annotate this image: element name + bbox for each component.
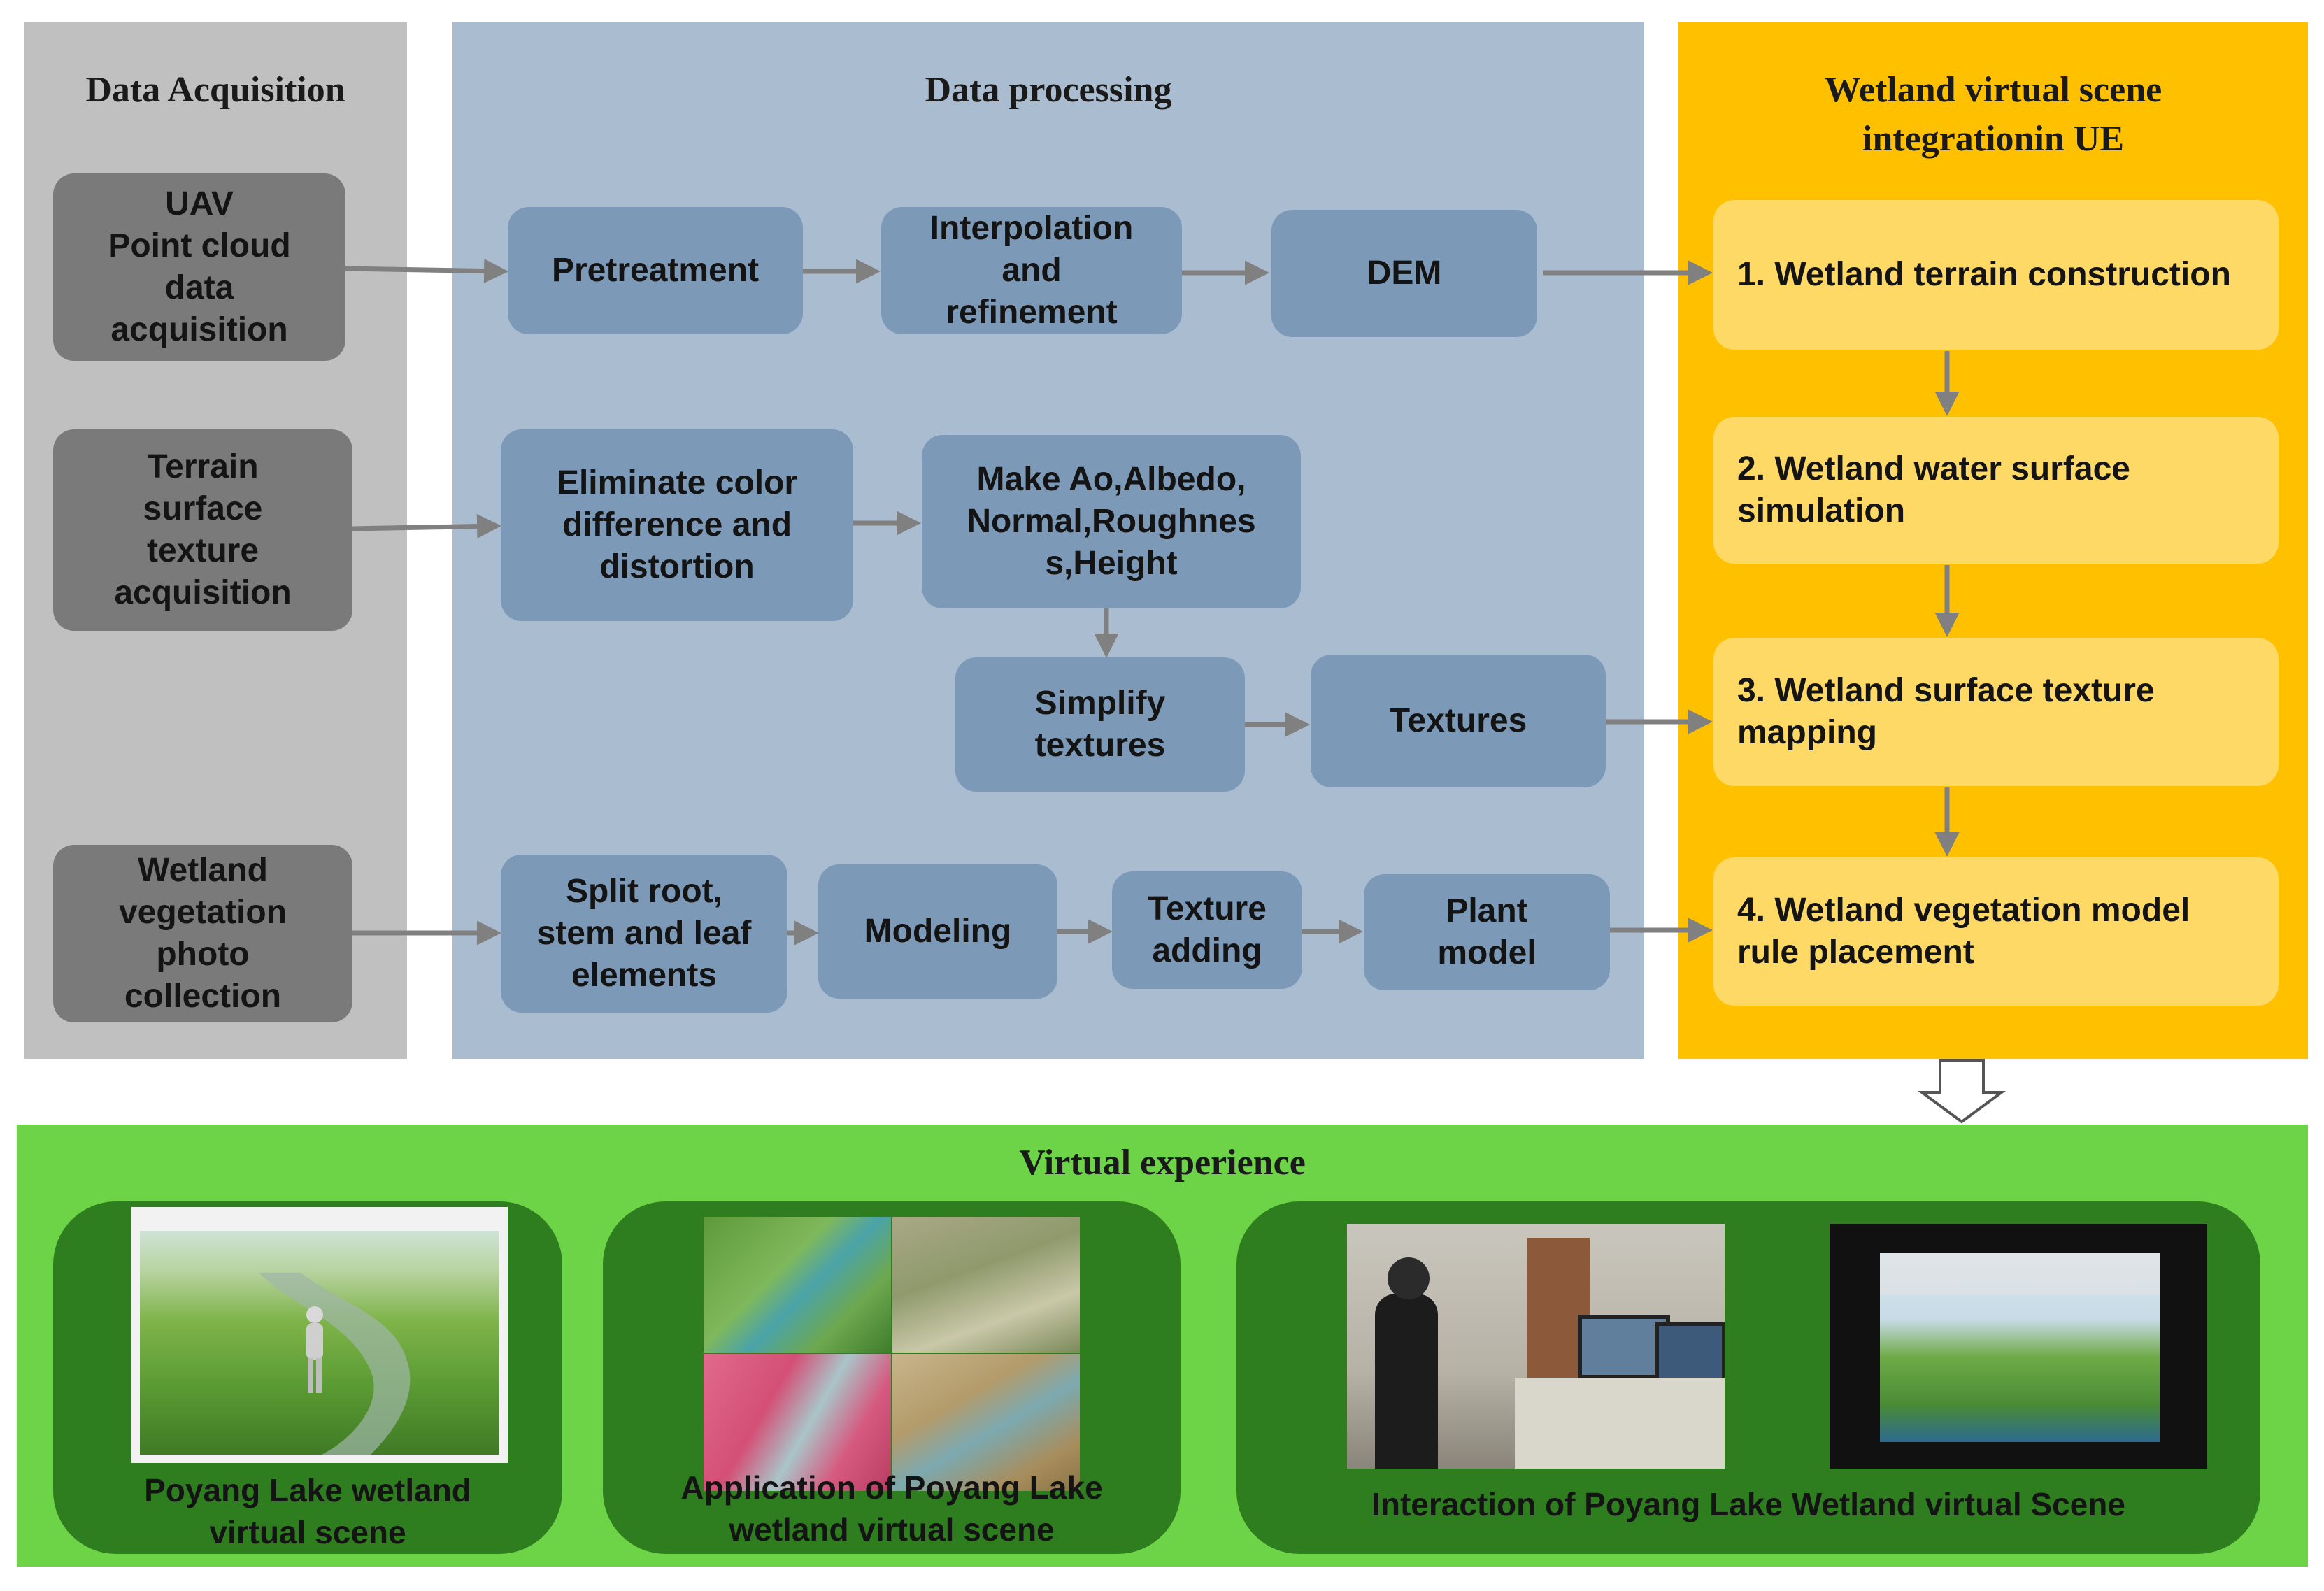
texture-adding-box: Texture adding bbox=[1112, 871, 1302, 989]
figure-icon bbox=[306, 1306, 323, 1393]
make-maps-box: Make Ao,Albedo, Normal,Roughnes s,Height bbox=[922, 435, 1301, 608]
card-interaction: Interaction of Poyang Lake Wetland virtu… bbox=[1236, 1201, 2260, 1554]
virtual-experience-title: Virtual experience bbox=[1019, 1143, 1306, 1183]
integration-title: Wetland virtual scene integrationin UE bbox=[1824, 70, 2162, 159]
step-water-surface: 2. Wetland water surface simulation bbox=[1713, 417, 2279, 564]
split-elements-box: Split root, stem and leaf elements bbox=[501, 855, 787, 1013]
plant-model-box: Plant model bbox=[1364, 874, 1610, 990]
card-application: Application of Poyang Lake wetland virtu… bbox=[603, 1201, 1181, 1554]
application-photo-grid bbox=[704, 1217, 1080, 1491]
step-texture-mapping: 3. Wetland surface texture mapping bbox=[1713, 638, 2279, 786]
dem-box: DEM bbox=[1271, 210, 1537, 337]
virtual-scene-screenshot bbox=[131, 1207, 508, 1463]
terrain-texture-box: Terrain surface texture acquisition bbox=[53, 429, 352, 631]
down-hollow-arrow-icon bbox=[1917, 1059, 2006, 1124]
data-processing-title: Data processing bbox=[925, 70, 1172, 110]
step-vegetation-placement: 4. Wetland vegetation model rule placeme… bbox=[1713, 857, 2279, 1006]
uav-point-cloud-box: UAV Point cloud data acquisition bbox=[53, 173, 345, 361]
card-application-label: Application of Poyang Lake wetland virtu… bbox=[680, 1469, 1103, 1548]
vegetation-photo-box: Wetland vegetation photo collection bbox=[53, 845, 352, 1022]
textures-box: Textures bbox=[1311, 655, 1606, 787]
modeling-box: Modeling bbox=[818, 864, 1057, 999]
interpolation-box: Interpolation and refinement bbox=[881, 207, 1182, 334]
card-virtual-scene: Poyang Lake wetland virtual scene bbox=[53, 1201, 562, 1554]
eliminate-color-box: Eliminate color difference and distortio… bbox=[501, 429, 853, 621]
arrow-terrain-to-eliminate bbox=[352, 514, 501, 539]
step-terrain-construction: 1. Wetland terrain construction bbox=[1713, 200, 2279, 350]
card-interaction-label: Interaction of Poyang Lake Wetland virtu… bbox=[1371, 1486, 2125, 1522]
cave-display-photo bbox=[1830, 1224, 2207, 1469]
pretreatment-box: Pretreatment bbox=[508, 207, 803, 334]
vr-user-photo bbox=[1347, 1224, 1725, 1469]
simplify-textures-box: Simplify textures bbox=[955, 657, 1245, 792]
card-virtual-scene-label: Poyang Lake wetland virtual scene bbox=[144, 1472, 471, 1550]
data-acquisition-title: Data Acquisition bbox=[85, 70, 345, 110]
arrow-uav-to-pretreatment bbox=[345, 259, 508, 284]
